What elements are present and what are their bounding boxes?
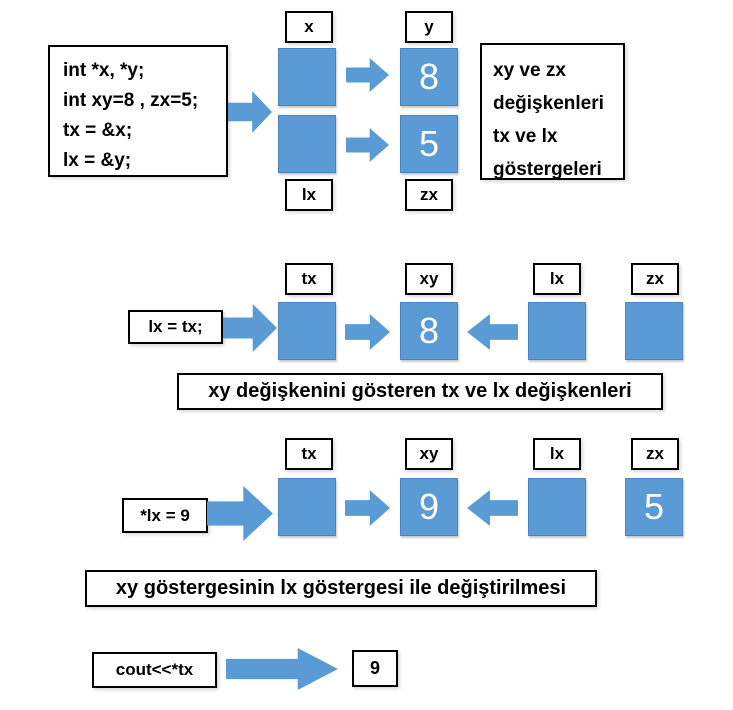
- memory-cell-zx: 5: [400, 115, 458, 173]
- var-label-lx: lx: [533, 438, 581, 470]
- memory-cell-xy: 9: [400, 478, 458, 536]
- statement-box: *lx = 9: [122, 498, 208, 533]
- description-line-4: göstergeleri: [493, 159, 602, 180]
- description-line-1: xy ve zx: [493, 60, 566, 81]
- var-label-xy: xy: [405, 263, 453, 295]
- cout-statement-box: cout<<*tx: [92, 652, 217, 688]
- pointer-arrow-lx-to-xy-icon: [467, 314, 518, 350]
- memory-cell-x: [278, 48, 336, 106]
- step3-caption: xy göstergesinin lx göstergesi ile değiş…: [85, 570, 597, 607]
- var-label-xy: xy: [405, 438, 453, 470]
- var-label-tx: tx: [285, 263, 333, 295]
- memory-cell-zx: [625, 302, 683, 360]
- description-line-2: değişkenleri: [493, 93, 604, 114]
- description-box: xy ve zx değişkenleri tx ve lx göstergel…: [480, 43, 625, 180]
- code-line-2: int xy=8 , zx=5;: [63, 90, 199, 111]
- pointer-arrow-lx-to-xy-icon: [467, 490, 518, 526]
- code-line-4: lx = &y;: [63, 150, 132, 171]
- memory-cell-lx: [528, 478, 586, 536]
- memory-cell-y: 8: [400, 48, 458, 106]
- description-line-3: tx ve lx: [493, 126, 558, 147]
- code-box: int *x, *y; int xy=8 , zx=5; tx = &x; lx…: [48, 45, 228, 177]
- var-label-tx: tx: [285, 438, 333, 470]
- statement-arrow-icon: [223, 304, 277, 352]
- var-label-x: x: [285, 11, 333, 43]
- output-arrow-icon: [226, 648, 338, 690]
- var-label-lx: lx: [533, 263, 581, 295]
- memory-cell-lx: [528, 302, 586, 360]
- memory-cell-tx: [278, 302, 336, 360]
- memory-cell-lx: [278, 115, 336, 173]
- pointer-arrow-tx-to-xy-icon: [345, 314, 390, 350]
- statement-arrow-icon: [207, 486, 273, 541]
- statement-box: lx = tx;: [128, 310, 223, 344]
- memory-cell-tx: [278, 478, 336, 536]
- code-line-1: int *x, *y;: [63, 60, 145, 81]
- pointer-arrow-x-icon: [346, 58, 389, 92]
- pointer-arrow-lx-icon: [346, 128, 389, 162]
- var-label-zx: zx: [631, 263, 679, 295]
- step2-caption: xy değişkenini gösteren tx ve lx değişke…: [177, 373, 663, 410]
- code-flow-arrow-icon: [228, 91, 272, 133]
- var-label-zx: zx: [405, 179, 453, 211]
- code-line-3: tx = &x;: [63, 120, 133, 141]
- output-value-box: 9: [352, 650, 398, 687]
- memory-cell-xy: 8: [400, 302, 458, 360]
- var-label-zx: zx: [631, 438, 679, 470]
- var-label-y: y: [405, 11, 453, 43]
- var-label-lx: lx: [285, 179, 333, 211]
- memory-cell-zx: 5: [625, 478, 683, 536]
- pointer-arrow-tx-to-xy-icon: [345, 490, 390, 526]
